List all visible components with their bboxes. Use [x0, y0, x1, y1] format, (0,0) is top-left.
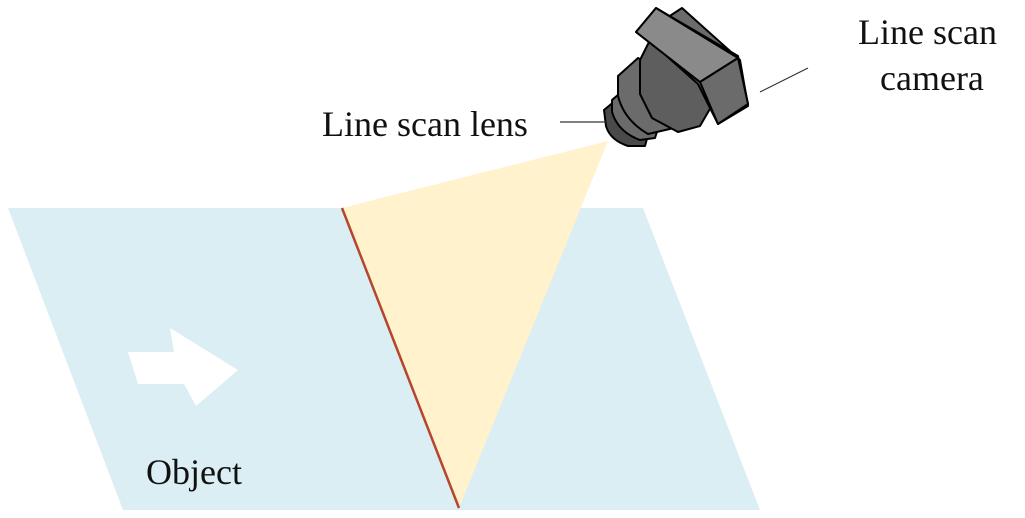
object-plane — [8, 208, 760, 510]
camera-label-line2: camera — [880, 58, 984, 98]
lens-label: Line scan lens — [322, 104, 528, 144]
object-label: Object — [146, 452, 242, 492]
camera-right-face — [699, 57, 749, 125]
line-scan-camera-icon — [603, 7, 749, 147]
light-beam — [342, 141, 608, 508]
camera-label-line1: Line scan — [858, 12, 997, 52]
motion-arrow-icon — [128, 328, 238, 406]
camera-leader-line — [759, 67, 809, 93]
scan-line — [340, 207, 461, 509]
